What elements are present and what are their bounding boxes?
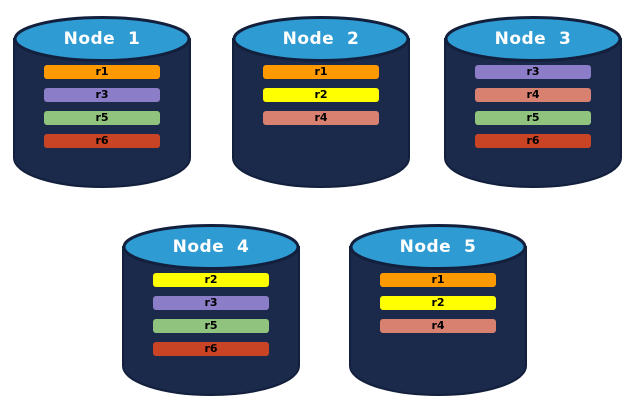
node-3: Node 3 r3 r4 r5 r6 (443, 8, 623, 190)
node-5: Node 5 r1 r2 r4 (348, 216, 528, 398)
replica-list: r2 r3 r5 r6 (153, 273, 269, 365)
replica-bar: r4 (475, 88, 591, 102)
replica-bar: r1 (44, 65, 160, 79)
node-title: Node 2 (282, 29, 360, 49)
node-1: Node 1 r1 r3 r5 r6 (12, 8, 192, 190)
replica-list: r1 r3 r5 r6 (44, 65, 160, 157)
replica-bar: r4 (263, 111, 379, 125)
replica-bar: r6 (475, 134, 591, 148)
node-2: Node 2 r1 r2 r4 (231, 8, 411, 190)
node-title: Node 4 (172, 237, 250, 257)
replica-bar: r2 (263, 88, 379, 102)
replica-list: r1 r2 r4 (380, 273, 496, 342)
replica-bar: r4 (380, 319, 496, 333)
replica-bar: r2 (380, 296, 496, 310)
node-title: Node 1 (63, 29, 141, 49)
node-title: Node 5 (399, 237, 477, 257)
node-4: Node 4 r2 r3 r5 r6 (121, 216, 301, 398)
replica-bar: r6 (44, 134, 160, 148)
replica-bar: r5 (44, 111, 160, 125)
replica-bar: r6 (153, 342, 269, 356)
node-title: Node 3 (494, 29, 572, 49)
replica-list: r1 r2 r4 (263, 65, 379, 134)
replica-bar: r5 (475, 111, 591, 125)
replica-bar: r2 (153, 273, 269, 287)
replica-bar: r1 (380, 273, 496, 287)
replica-bar: r3 (475, 65, 591, 79)
replica-bar: r3 (44, 88, 160, 102)
replica-bar: r5 (153, 319, 269, 333)
replica-list: r3 r4 r5 r6 (475, 65, 591, 157)
replica-bar: r3 (153, 296, 269, 310)
replica-bar: r1 (263, 65, 379, 79)
